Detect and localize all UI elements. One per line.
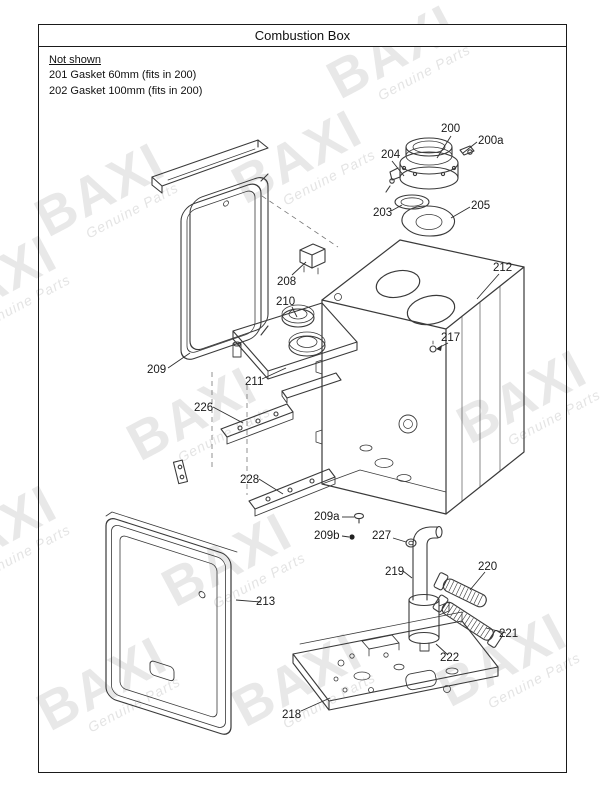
bracket-204 [385,167,401,193]
leader-lines [167,135,507,712]
clamp-200a [459,145,475,156]
rail-228 [248,468,336,517]
side-bracket [172,459,189,485]
clamp-227 [405,538,417,548]
burner-tray-210 [232,302,358,380]
insulation-panel-209 [180,173,269,360]
alignment-lines [211,195,339,495]
fixing-209a [353,512,365,524]
stud-217 [429,340,437,353]
small-box-208 [299,243,326,275]
flexible-hose-220 [433,572,487,608]
condensate-trap-222 [408,593,450,652]
top-strip [151,139,269,194]
strip-211 [281,372,342,404]
gasket-203 [394,194,430,210]
bottom-tray-218 [292,611,499,711]
gasket-plate-205 [401,205,456,237]
fixing-209b [349,534,355,540]
fan-assembly-200 [399,137,459,190]
rail-226 [220,403,294,445]
flexible-hose-221 [432,594,503,648]
front-door-213 [105,511,238,735]
